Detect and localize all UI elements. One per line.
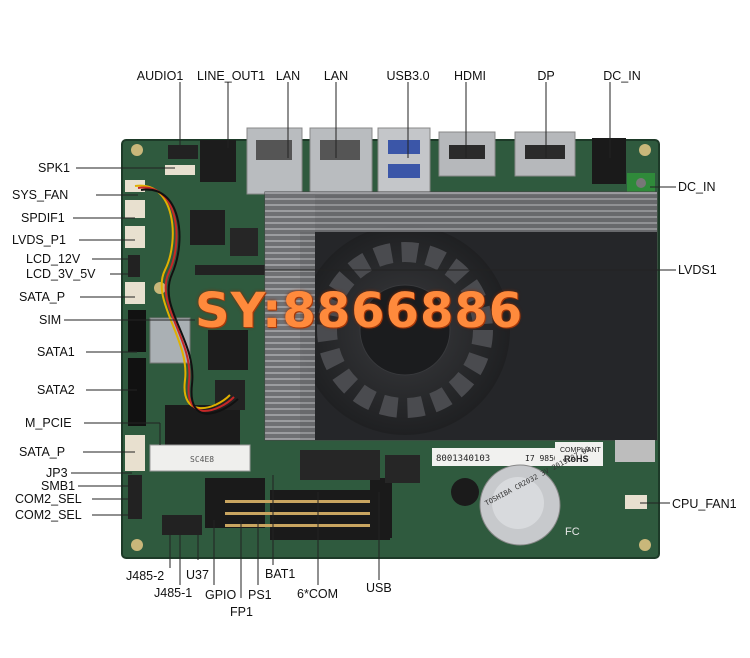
- spk-header: [165, 165, 195, 175]
- lcd-jumper: [128, 255, 140, 277]
- sata-power-2: [125, 435, 145, 471]
- cpu-label-1: [432, 448, 524, 466]
- lan-port-2: [309, 127, 373, 195]
- usb-header: [370, 478, 392, 538]
- label-lan-1: LAN: [275, 69, 301, 83]
- rohs-mark: RoHS: [564, 454, 589, 464]
- label-dp: DP: [537, 69, 555, 83]
- label-spdif1: SPDIF1: [21, 211, 65, 225]
- label-fp1: FP1: [230, 605, 253, 619]
- sata-slot-text: SC4E8: [190, 455, 214, 464]
- label-lvds1: LVDS1: [678, 263, 717, 277]
- spdif-header: [125, 200, 145, 218]
- label-com2-sel-1: COM2_SEL: [15, 492, 82, 506]
- label-6com: 6*COM: [297, 587, 338, 601]
- label-sata2: SATA2: [37, 383, 75, 397]
- sim-slot: [128, 310, 146, 352]
- label-ps1: PS1: [248, 588, 272, 602]
- battery-holder: [451, 478, 479, 506]
- lvds-connector: [195, 265, 270, 275]
- label-cpu-fan1: CPU_FAN1: [672, 497, 737, 511]
- cpu-label-1-text: 8001340103: [436, 454, 490, 464]
- watermark-text: SY:8866886: [195, 283, 524, 339]
- lvds-p1-header: [125, 226, 145, 248]
- mount-hole: [131, 539, 143, 551]
- sata2-connector: [128, 362, 146, 426]
- label-u37: U37: [186, 568, 209, 582]
- label-bat1: BAT1: [265, 567, 296, 581]
- com-headers-left: [128, 475, 142, 519]
- label-smb1: SMB1: [41, 479, 76, 493]
- sata-power-1: [125, 282, 145, 304]
- cpu-fan-header: [625, 495, 647, 509]
- label-sim: SIM: [39, 313, 62, 327]
- label-sata-p-2: SATA_P: [19, 445, 66, 459]
- label-j485-2: J485-2: [126, 569, 165, 583]
- label-sys-fan: SYS_FAN: [12, 188, 69, 202]
- label-usb3: USB3.0: [386, 69, 430, 83]
- label-jp3: JP3: [46, 466, 68, 480]
- j485-headers: [162, 515, 202, 535]
- audio-header: [168, 145, 198, 159]
- chip: [300, 450, 380, 480]
- label-lvds-p1: LVDS_P1: [12, 233, 66, 247]
- mount-hole: [154, 282, 166, 294]
- label-usb-bottom: USB: [366, 581, 392, 595]
- label-hdmi: HDMI: [454, 69, 486, 83]
- chip: [208, 330, 248, 370]
- ce-mark: FC: [565, 526, 580, 538]
- mount-hole: [639, 539, 651, 551]
- label-lcd-12v: LCD_12V: [26, 252, 81, 266]
- label-dc-in-top: DC_IN: [603, 69, 641, 83]
- lan-port-1: [246, 127, 303, 195]
- usb3-port: [377, 127, 431, 195]
- chip: [615, 440, 655, 462]
- label-spk1: SPK1: [38, 161, 70, 175]
- label-sata-p-1: SATA_P: [19, 290, 66, 304]
- line-out-jack: [200, 140, 236, 182]
- label-sata1: SATA1: [37, 345, 75, 359]
- label-dc-in-right: DC_IN: [678, 180, 716, 194]
- label-gpio: GPIO: [205, 588, 237, 602]
- label-line-out1: LINE_OUT1: [196, 69, 266, 83]
- fan-hub: [359, 284, 451, 376]
- rohs-text: COMPLIANT: [560, 447, 602, 454]
- sata-slot: [149, 444, 251, 472]
- label-lcd-3v-5v: LCD_3V_5V: [26, 267, 96, 281]
- mount-hole: [639, 144, 651, 156]
- label-com2-sel-2: COM2_SEL: [15, 508, 82, 522]
- label-j485-1: J485-1: [154, 586, 193, 600]
- chip: [385, 455, 420, 483]
- label-lan-2: LAN: [323, 69, 349, 83]
- chip: [230, 228, 258, 256]
- leader-lines: [64, 82, 676, 598]
- mount-hole: [131, 144, 143, 156]
- label-m-pcie: M_PCIE: [25, 416, 72, 430]
- rohs-sticker: [555, 442, 603, 466]
- cpu-label-2-text: I7 9850H/4G: [525, 454, 578, 463]
- label-audio1: AUDIO1: [136, 69, 184, 83]
- dc-in-jack: [592, 138, 626, 184]
- chip: [190, 210, 225, 245]
